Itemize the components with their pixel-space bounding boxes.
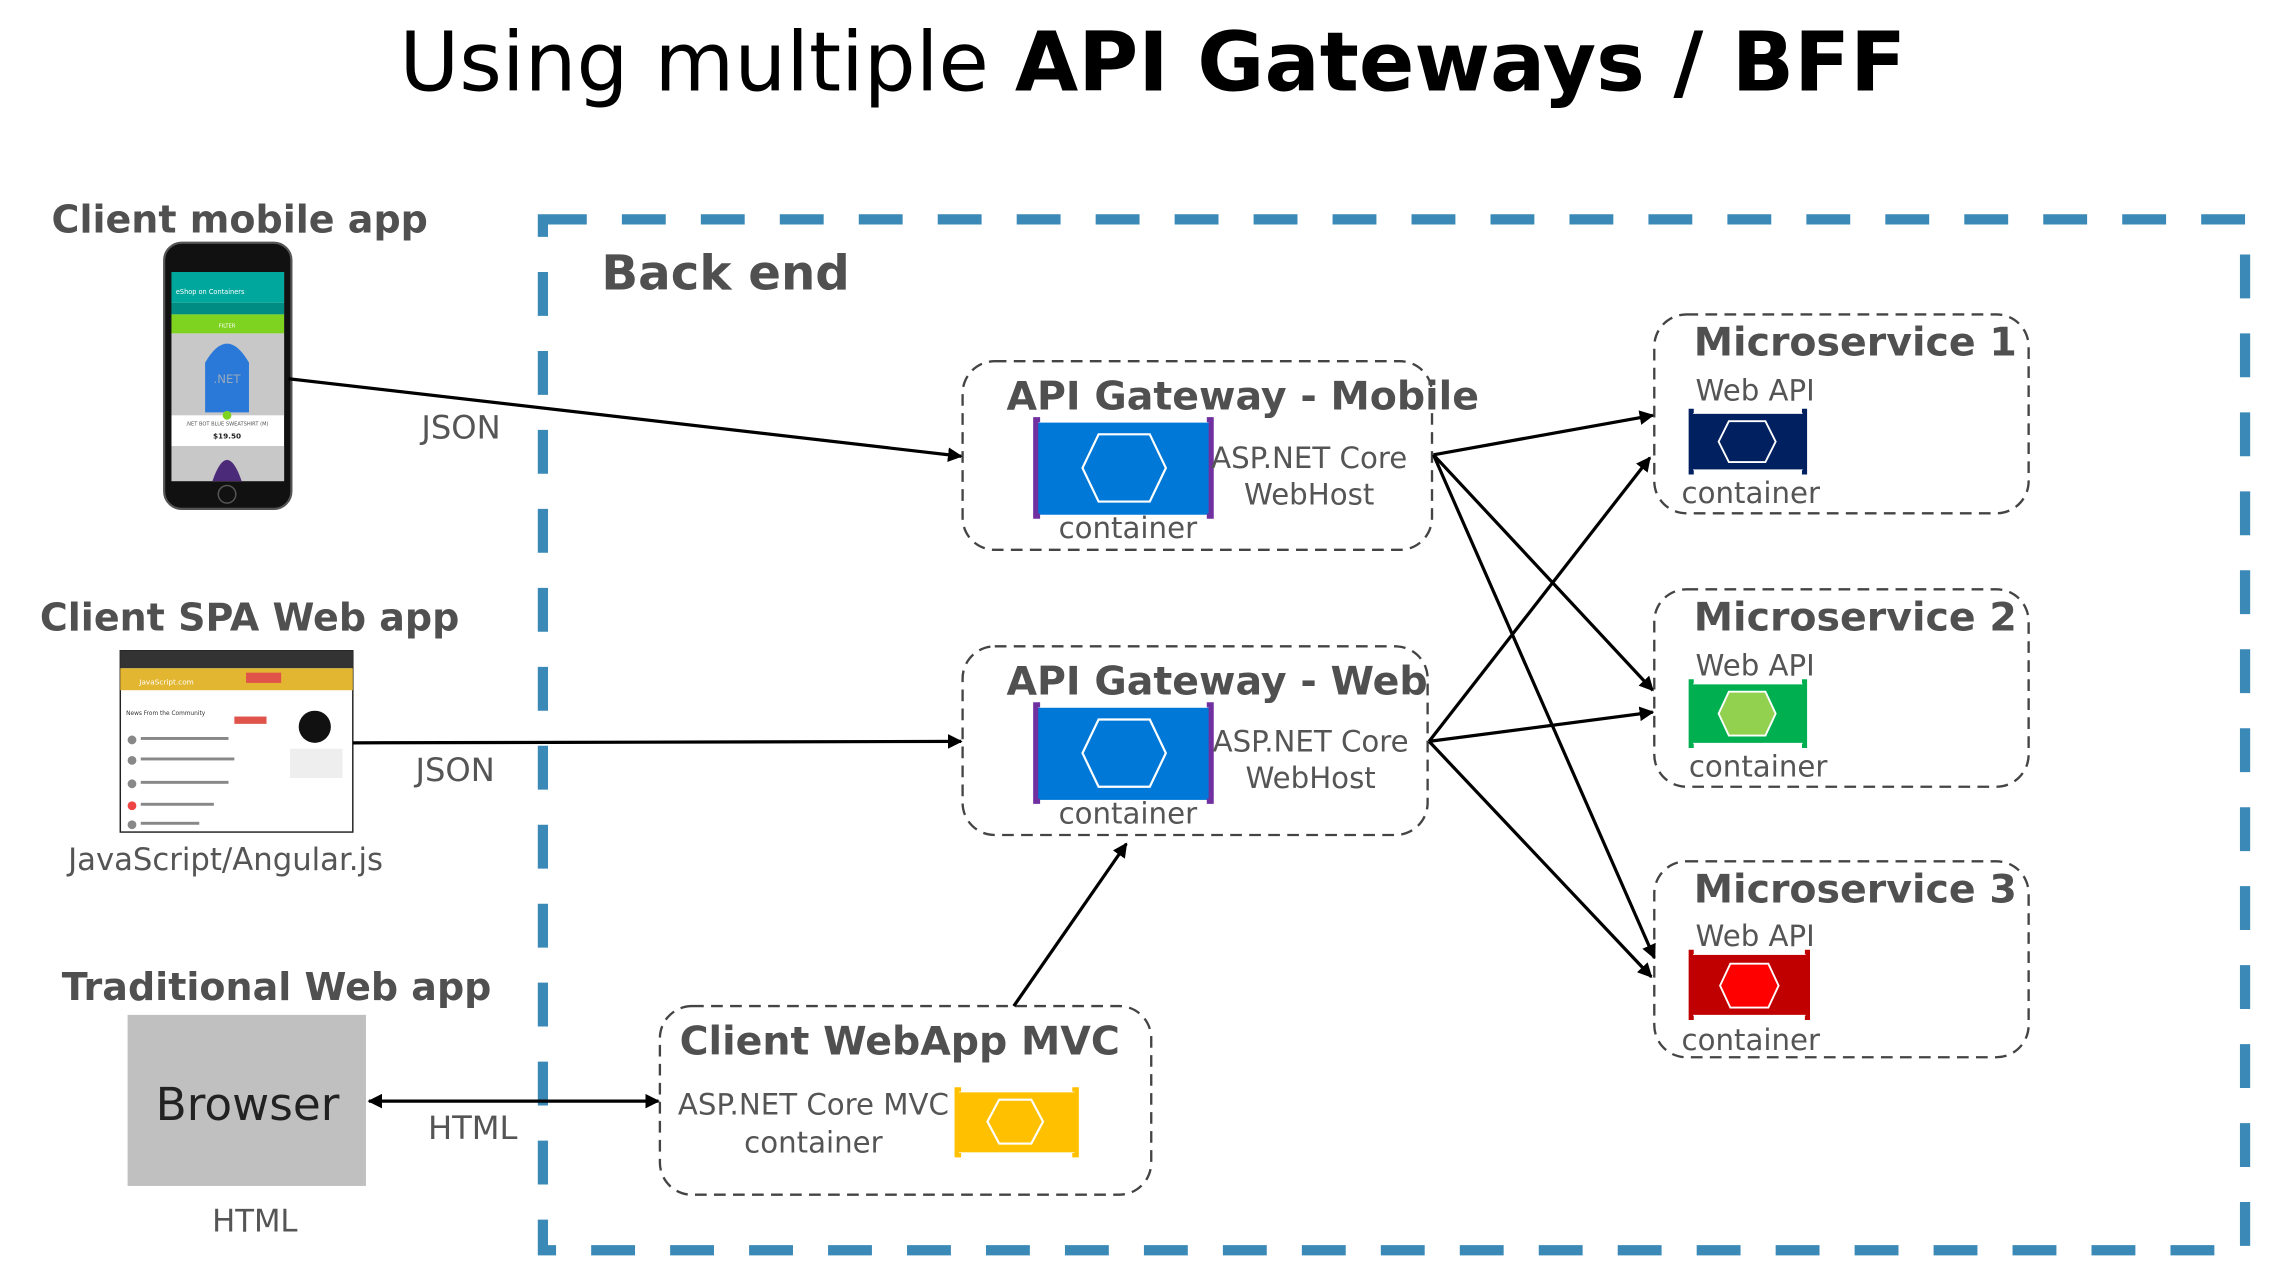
ms2-api: Web API [1696, 649, 1815, 683]
phone-app-title: eShop on Containers [176, 288, 245, 296]
client-mobile-label: Client mobile app [52, 198, 428, 242]
client-webapp-mvc: Client WebApp MVC ASP.NET Core MVC conta… [658, 1004, 1153, 1196]
mvc-tech: ASP.NET Core MVC [678, 1087, 949, 1121]
api-gateway-mobile: API Gateway - Mobile ASP.NET Core WebHos… [961, 360, 1479, 552]
ms1-api: Web API [1696, 374, 1815, 408]
phone-filter: FILTER [219, 324, 236, 330]
backend-label: Back end [601, 246, 849, 302]
gateway-web-title: API Gateway - Web [1006, 659, 1427, 705]
container-icon [1688, 949, 1811, 1020]
arrow-spa-to-gateway [352, 734, 963, 749]
ms2-container: container [1689, 749, 1829, 783]
page-title: Using multiple API Gateways / BFF [399, 16, 1906, 111]
phone-price: $19.50 [213, 432, 241, 441]
microservice-1: Microservice 1 Web API container [1653, 313, 2030, 515]
mobile-phone-image: eShop on Containers FILTER .NET .NET BOT… [163, 241, 293, 510]
gateway-web-host: WebHost [1245, 761, 1375, 795]
ms3-container: container [1682, 1023, 1822, 1057]
browser-caption: HTML [212, 1204, 297, 1239]
container-icon [1033, 702, 1214, 804]
container-icon [1033, 417, 1214, 519]
browser-label: Browser [156, 1078, 340, 1131]
gateway-mobile-title: API Gateway - Mobile [1006, 373, 1479, 419]
phone-product: .NET BOT BLUE SWEATSHIRT (M) [186, 422, 269, 428]
mvc-container: container [744, 1125, 884, 1159]
ms3-api: Web API [1696, 919, 1815, 953]
gateway-mobile-host: WebHost [1244, 478, 1374, 512]
arrow-gwm-ms1 [1433, 410, 1655, 457]
container-icon [1688, 408, 1808, 475]
ms3-title: Microservice 3 [1694, 866, 2017, 912]
spa-caption: JavaScript/Angular.js [66, 843, 383, 878]
phone-net-logo: .NET [214, 372, 242, 386]
mvc-title: Client WebApp MVC [680, 1018, 1120, 1064]
container-icon [954, 1087, 1079, 1158]
gateway-mobile-container: container [1059, 511, 1199, 545]
gateway-web-container: container [1059, 796, 1199, 830]
arrow-gww-ms1 [1427, 456, 1652, 743]
arrow-gwm-ms2 [1432, 453, 1654, 692]
ms1-container: container [1682, 476, 1822, 510]
microservice-3: Microservice 3 Web API container [1653, 860, 2030, 1059]
arrow-gww-ms2 [1428, 706, 1655, 743]
gateway-web-tech: ASP.NET Core [1213, 725, 1409, 759]
arrow-gwm-ms3 [1431, 454, 1656, 960]
arrow-gww-ms3 [1427, 740, 1653, 978]
ms1-title: Microservice 1 [1694, 319, 2017, 365]
client-spa-label: Client SPA Web app [40, 595, 460, 639]
connectors [288, 377, 1656, 1109]
traditional-web-label: Traditional Web app [62, 965, 492, 1009]
arrow-mvc-to-gateway-web [1012, 842, 1128, 1007]
browser-box [127, 1014, 366, 1186]
arrow-mobile-to-gateway [288, 377, 963, 463]
html-label: HTML [428, 1109, 518, 1147]
json-label-mobile: JSON [419, 409, 500, 447]
backend-boundary [537, 214, 2251, 1256]
api-gateway-web: API Gateway - Web ASP.NET Core WebHost c… [961, 645, 1429, 837]
container-icon [1688, 679, 1808, 748]
json-label-spa: JSON [414, 751, 495, 789]
spa-site-name: JavaScript.com [138, 677, 193, 686]
spa-heading: News From the Community [126, 711, 206, 717]
spa-screenshot-image: JavaScript.com News From the Community [119, 650, 354, 833]
microservice-2: Microservice 2 Web API container [1653, 588, 2030, 788]
gateway-mobile-tech: ASP.NET Core [1211, 441, 1407, 475]
ms2-title: Microservice 2 [1694, 594, 2017, 640]
